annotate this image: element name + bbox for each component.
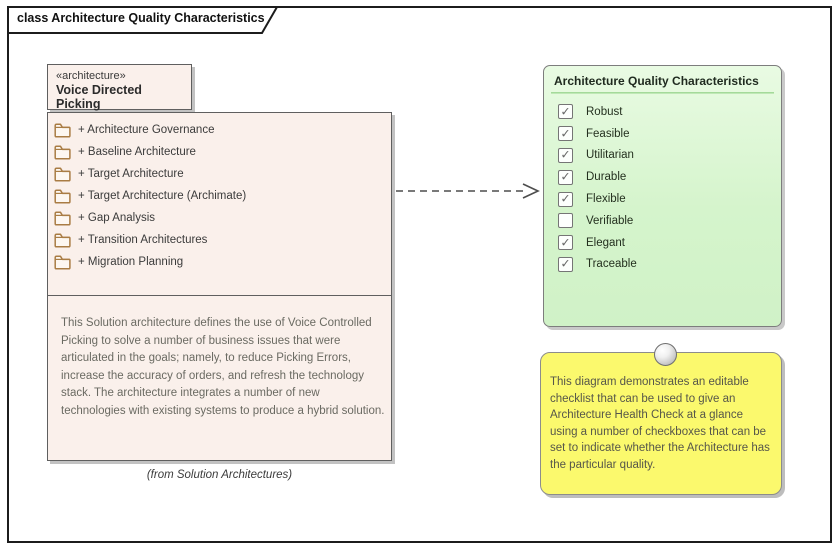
checkmark-icon: ✓ <box>560 147 571 162</box>
checkbox[interactable]: ✓ <box>558 147 573 163</box>
checkbox[interactable]: ✓ <box>558 169 573 185</box>
class-stereotype: «architecture» <box>56 70 126 82</box>
checkbox[interactable]: ✓ <box>558 213 573 229</box>
attribute-label: + Baseline Architecture <box>78 146 196 158</box>
checklist-row: ✓ Traceable <box>544 254 781 276</box>
note-element[interactable]: This diagram demonstrates an editable ch… <box>540 352 782 495</box>
checkmark-icon: ✓ <box>560 256 571 271</box>
checklist-row: ✓ Durable <box>544 166 781 188</box>
diagram-frame <box>7 6 832 543</box>
checklist-item-label: Durable <box>586 171 627 184</box>
checklist-row: ✓ Utilitarian <box>544 145 781 167</box>
attribute-row[interactable]: + Transition Architectures <box>54 229 387 251</box>
class-caption: (from Solution Architectures) <box>146 469 293 481</box>
checkmark-icon: ✓ <box>560 104 571 119</box>
checkmark-icon: ✓ <box>560 126 571 141</box>
description-compartment: This Solution architecture defines the u… <box>48 295 391 460</box>
class-element-body[interactable]: + Architecture Governance + Baseline Arc… <box>47 112 392 461</box>
checklist-item-label: Feasible <box>586 127 630 140</box>
attribute-row[interactable]: + Migration Planning <box>54 251 387 273</box>
checklist-item-label: Verifiable <box>586 214 634 227</box>
checklist-row: ✓ Flexible <box>544 188 781 210</box>
checklist-item-label: Elegant <box>586 236 626 249</box>
checklist-item-label: Traceable <box>586 258 637 271</box>
checklist-separator <box>551 92 774 94</box>
attribute-label: + Target Architecture <box>78 168 184 180</box>
checkmark-icon: ✓ <box>560 191 571 206</box>
attribute-label: + Architecture Governance <box>78 124 215 136</box>
checkmark-icon: ✓ <box>560 235 571 250</box>
attribute-row[interactable]: + Baseline Architecture <box>54 141 387 163</box>
folder-icon <box>54 210 71 226</box>
folder-icon <box>54 144 71 160</box>
checklist-item-label: Robust <box>586 105 623 118</box>
diagram-title: class Architecture Quality Characteristi… <box>17 11 265 25</box>
attribute-row[interactable]: + Target Architecture <box>54 163 387 185</box>
folder-icon <box>54 188 71 204</box>
attribute-label: + Transition Architectures <box>78 234 208 246</box>
attribute-label: + Migration Planning <box>78 256 184 268</box>
checklist-row: ✓ Feasible <box>544 123 781 145</box>
checklist-element[interactable]: Architecture Quality Characteristics ✓ R… <box>543 65 782 327</box>
attribute-label: + Gap Analysis <box>78 212 156 224</box>
checklist-items: ✓ Robust ✓ Feasible ✓ Utilitarian ✓ Dura… <box>544 101 781 275</box>
folder-icon <box>54 254 71 270</box>
checkbox[interactable]: ✓ <box>558 126 573 142</box>
attribute-row[interactable]: + Architecture Governance <box>54 119 387 141</box>
checklist-row: ✓ Elegant <box>544 232 781 254</box>
checklist-item-label: Flexible <box>586 193 626 206</box>
note-text: This diagram demonstrates an editable ch… <box>550 376 770 471</box>
checkbox[interactable]: ✓ <box>558 191 573 207</box>
folder-icon <box>54 166 71 182</box>
class-element-header[interactable]: «architecture» Voice Directed Picking <box>47 64 192 111</box>
attribute-row[interactable]: + Target Architecture (Archimate) <box>54 185 387 207</box>
folder-icon <box>54 122 71 138</box>
attributes-compartment: + Architecture Governance + Baseline Arc… <box>48 113 391 295</box>
checkbox[interactable]: ✓ <box>558 235 573 251</box>
checkbox[interactable]: ✓ <box>558 104 573 120</box>
class-description: This Solution architecture defines the u… <box>61 317 385 417</box>
checkbox[interactable]: ✓ <box>558 256 573 272</box>
checklist-row: ✓ Robust <box>544 101 781 123</box>
checklist-item-label: Utilitarian <box>586 149 634 162</box>
checkmark-icon: ✓ <box>560 169 571 184</box>
class-name: Voice Directed Picking <box>56 83 142 111</box>
attribute-label: + Target Architecture (Archimate) <box>78 190 247 202</box>
checklist-title: Architecture Quality Characteristics <box>554 74 759 88</box>
folder-icon <box>54 232 71 248</box>
checklist-row: ✓ Verifiable <box>544 210 781 232</box>
attribute-row[interactable]: + Gap Analysis <box>54 207 387 229</box>
pin-icon <box>654 343 677 366</box>
